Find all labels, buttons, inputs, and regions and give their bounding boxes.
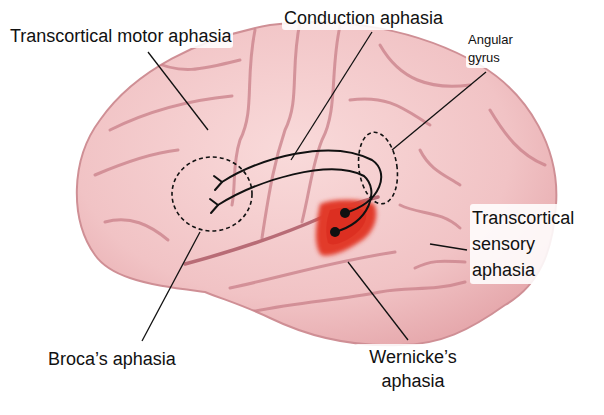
sulcus bbox=[105, 220, 168, 240]
fiber-tract bbox=[218, 169, 371, 232]
leader-line bbox=[291, 32, 372, 160]
leader-line bbox=[142, 232, 200, 341]
sulcus bbox=[230, 252, 395, 288]
sulcus bbox=[150, 60, 240, 69]
leader-lines bbox=[142, 32, 486, 341]
sulcus bbox=[400, 205, 460, 228]
leader-line bbox=[430, 244, 467, 250]
tract-label: Conduction aphasia bbox=[282, 6, 445, 30]
area-label: Transcortical sensory aphasia bbox=[470, 204, 600, 284]
sulcus bbox=[110, 96, 232, 130]
sulcus bbox=[415, 261, 465, 268]
area-label: Angular gyrus bbox=[466, 30, 544, 68]
angular-gyrus-circle bbox=[354, 130, 402, 207]
sulcus bbox=[232, 30, 255, 205]
tract-end-dot bbox=[340, 208, 350, 218]
fiber-tract bbox=[222, 151, 381, 213]
area-label: Broca’s aphasia bbox=[46, 347, 178, 371]
sulcus bbox=[490, 110, 545, 165]
arcuate-fasciculus bbox=[210, 151, 381, 232]
leader-line bbox=[348, 262, 408, 340]
fiber-fork bbox=[214, 176, 222, 190]
sulcus bbox=[250, 282, 465, 312]
wernicke-area-core bbox=[326, 208, 366, 245]
fiber-fork bbox=[210, 199, 218, 213]
area-label: Wernicke’s aphasia bbox=[355, 344, 471, 394]
sulcus bbox=[420, 150, 460, 185]
sulcus bbox=[380, 45, 470, 86]
sulcus bbox=[262, 22, 300, 238]
brain-outline bbox=[77, 22, 557, 345]
area-label: Transcortical motor aphasia bbox=[8, 24, 233, 48]
leader-line bbox=[392, 72, 486, 150]
sulcus bbox=[350, 99, 430, 125]
tract-end-dot bbox=[330, 227, 340, 237]
sulcus bbox=[302, 26, 340, 222]
leader-line bbox=[148, 52, 208, 130]
sulcus bbox=[95, 150, 178, 175]
